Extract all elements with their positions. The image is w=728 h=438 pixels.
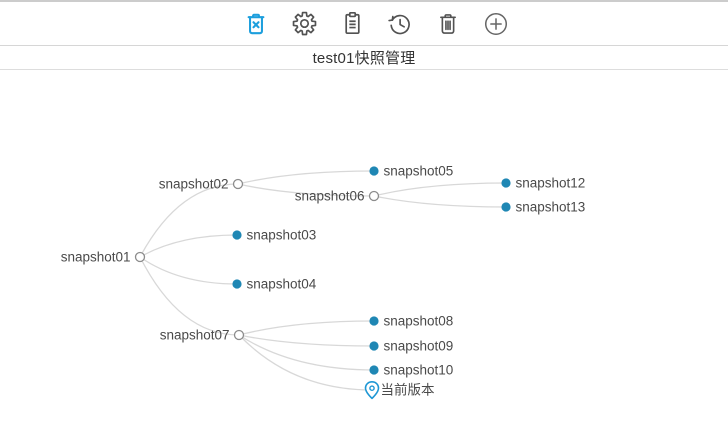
create-snapshot-button[interactable]	[482, 10, 510, 38]
snapshot-dot	[369, 166, 379, 176]
snapshot-toolbar	[0, 2, 728, 46]
tree-node-label: snapshot13	[516, 200, 586, 215]
delete-button[interactable]	[434, 10, 462, 38]
snapshot-dot	[369, 341, 379, 351]
titlebar: test01快照管理	[0, 46, 728, 70]
tree-edge-snapshot06-snapshot12	[373, 182, 507, 197]
page-title: test01快照管理	[312, 50, 416, 67]
snapshot-dot	[501, 202, 511, 212]
snapshot-dot	[369, 365, 379, 375]
tree-node-label: snapshot07	[160, 328, 230, 343]
snapshot-branch-dot	[233, 329, 245, 341]
tree-edge-snapshot01-snapshot03	[139, 234, 238, 258]
tree-node-snapshot13[interactable]: snapshot13	[501, 200, 585, 215]
tree-node-snapshot04[interactable]: snapshot04	[232, 277, 317, 292]
revert-history-button[interactable]	[386, 10, 414, 38]
history-icon	[388, 14, 410, 34]
snapshot-branch-dot	[232, 178, 244, 190]
tree-node-label: snapshot01	[61, 250, 131, 265]
tree-node-label: snapshot04	[247, 277, 317, 292]
tree-node-label: snapshot05	[384, 164, 454, 179]
tree-node-label: snapshot03	[247, 228, 317, 243]
tree-node-label: snapshot09	[384, 339, 454, 354]
snapshot-dot	[232, 230, 242, 240]
tree-node-label: snapshot12	[516, 176, 586, 191]
tree-node-snapshot01[interactable]: snapshot01	[61, 250, 146, 265]
tree-node-label: snapshot06	[295, 189, 365, 204]
tree-edge-snapshot02-snapshot06	[237, 183, 375, 197]
settings-button[interactable]	[290, 10, 318, 38]
tree-edge-snapshot01-snapshot02	[139, 183, 239, 258]
tree-edge-snapshot07-snapshot08	[238, 320, 375, 336]
tree-node-label: snapshot10	[384, 363, 454, 378]
snapshot-dot	[232, 279, 242, 289]
gear-icon	[292, 11, 316, 36]
tree-edge-snapshot01-snapshot07	[139, 256, 240, 336]
tree-edge-snapshot01-snapshot04	[139, 256, 238, 285]
tree-edge-snapshot07-snapshot09	[238, 334, 375, 347]
snapshot-branch-dot	[368, 190, 380, 202]
snapshot-branch-dot	[134, 251, 146, 263]
tree-node-label: snapshot02	[159, 177, 229, 192]
tree-node-snapshot07[interactable]: snapshot07	[160, 328, 245, 343]
trash-icon	[440, 13, 456, 34]
delete-selected-button[interactable]	[242, 10, 270, 38]
tree-node-snapshot02[interactable]: snapshot02	[159, 177, 244, 192]
clipboard-button[interactable]	[338, 10, 366, 38]
tree-edge-snapshot02-snapshot05	[237, 170, 375, 185]
tree-node-snapshot05[interactable]: snapshot05	[369, 164, 453, 179]
tree-node-snapshot10[interactable]: snapshot10	[369, 363, 453, 378]
snapshot-dot	[501, 178, 511, 188]
snapshot-tree-canvas: snapshot01 snapshot02 snapshot05 snapshot06…	[0, 70, 728, 437]
tree-edge-snapshot06-snapshot13	[373, 195, 507, 208]
tree-node-label: 当前版本	[381, 382, 435, 398]
snapshot-dot	[369, 316, 379, 326]
tree-node-snapshot06[interactable]: snapshot06	[295, 189, 380, 204]
pin-hole	[369, 385, 375, 392]
snapshot-tree: snapshot01 snapshot02 snapshot05 snapshot06…	[61, 164, 585, 400]
tree-node-snapshot12[interactable]: snapshot12	[501, 176, 585, 191]
tree-node-snapshot03[interactable]: snapshot03	[232, 228, 316, 243]
plus-circle-icon	[484, 12, 508, 35]
tree-edge-snapshot07-snapshot10	[238, 334, 375, 371]
tree-node-snapshot08[interactable]: snapshot08	[369, 314, 453, 329]
tree-node-snapshot09[interactable]: snapshot09	[369, 339, 453, 354]
tree-edge-snapshot07-current	[238, 334, 373, 391]
tree-node-current[interactable]: 当前版本	[364, 381, 435, 400]
tree-node-label: snapshot08	[384, 314, 454, 329]
clipboard-icon	[344, 11, 360, 35]
trash-x-icon	[247, 13, 265, 34]
